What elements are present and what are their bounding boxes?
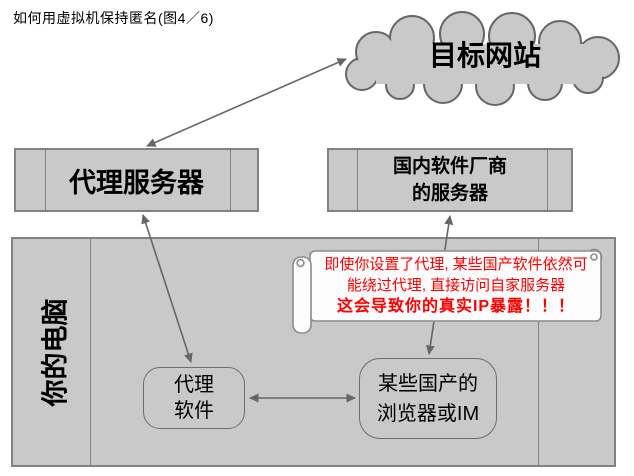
vendor-server-label: 国内软件厂商 的服务器	[392, 156, 507, 204]
divider	[90, 239, 91, 465]
divider	[547, 150, 548, 210]
target-site-node: 目标网站	[340, 8, 630, 108]
warning-note: 即使你设置了代理, 某些国产软件依然可 能绕过代理, 直接访问自家服务器 这会导…	[290, 243, 620, 339]
page-title: 如何用虚拟机保持匿名(图4／6)	[13, 10, 214, 26]
arrow-proxyserver-cloud	[146, 58, 347, 147]
your-computer-label: 你的电脑	[40, 298, 70, 406]
divider	[538, 239, 539, 465]
domestic-apps-node: 某些国产的 浏览器或IM	[359, 358, 497, 439]
domestic-apps-label: 某些国产的 浏览器或IM	[376, 372, 480, 425]
cloud-icon	[345, 11, 620, 106]
proxy-server-node: 代理服务器	[14, 148, 259, 212]
divider	[230, 150, 231, 210]
vendor-server-node: 国内软件厂商 的服务器	[327, 148, 573, 212]
proxy-software-label: 代理 软件	[174, 374, 214, 422]
warning-emphasis: 这会导致你的真实IP暴露！！！	[336, 298, 576, 315]
target-site-label: 目标网站	[428, 40, 541, 71]
divider	[45, 150, 46, 210]
warning-text: 即使你设置了代理, 某些国产软件依然可 能绕过代理, 直接访问自家服务器 这会导…	[311, 254, 601, 317]
divider	[357, 150, 358, 210]
proxy-software-node: 代理 软件	[143, 367, 245, 429]
scroll-icon	[292, 248, 603, 334]
proxy-server-label: 代理服务器	[69, 167, 204, 198]
